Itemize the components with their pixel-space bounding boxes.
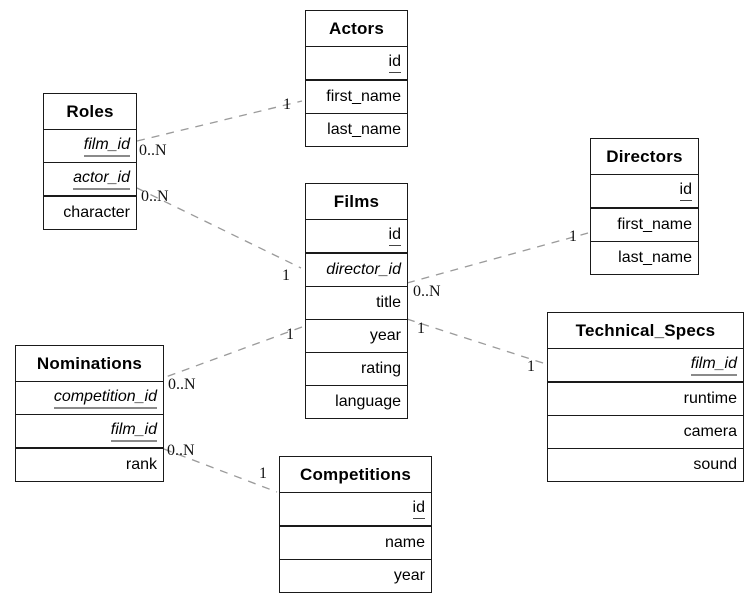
field-roles-character: character	[44, 197, 136, 229]
cardinality-label-films-techspecs-1a: 1	[417, 320, 425, 337]
field-nominations-rank: rank	[16, 449, 163, 481]
field-films-language: language	[306, 386, 407, 418]
cardinality-label-roles-actors-n: 0..N	[139, 142, 167, 159]
entity-table-directors[interactable]: Directors id first_name last_name	[590, 138, 699, 275]
field-label: title	[376, 294, 401, 311]
field-actors-id: id	[306, 47, 407, 81]
cardinality-label-films-techspecs-1b: 1	[527, 358, 535, 375]
entity-title: Roles	[44, 94, 136, 130]
field-technical-specs-runtime: runtime	[548, 383, 743, 416]
field-label: actor_id	[73, 169, 130, 190]
entity-table-films[interactable]: Films id director_id title year rating l…	[305, 183, 408, 419]
field-nominations-film-id: film_id	[16, 415, 163, 449]
cardinality-label-roles-films-n: 0..N	[141, 188, 169, 205]
field-label: rating	[360, 360, 401, 377]
field-directors-last-name: last_name	[591, 242, 698, 274]
field-label: last_name	[618, 249, 692, 266]
field-competitions-id: id	[280, 493, 431, 527]
cardinality-label-films-nominations-n: 0..N	[168, 376, 196, 393]
field-label: camera	[683, 423, 737, 440]
field-label: last_name	[327, 121, 401, 138]
field-nominations-competition-id: competition_id	[16, 382, 163, 415]
cardinality-label-roles-actors-1: 1	[283, 96, 291, 113]
field-label: id	[679, 181, 692, 201]
cardinality-label-films-directors-1: 1	[569, 228, 577, 245]
field-label: year	[369, 327, 401, 344]
field-label: film_id	[110, 421, 157, 442]
field-label: film_id	[690, 355, 737, 376]
entity-table-actors[interactable]: Actors id first_name last_name	[305, 10, 408, 147]
relationship-line-films-technical-specs	[406, 318, 547, 365]
field-label: runtime	[683, 390, 737, 407]
cardinality-label-nominations-competitions-n: 0..N	[167, 442, 195, 459]
field-label: id	[388, 53, 401, 73]
field-label: id	[412, 499, 425, 519]
field-label: id	[388, 226, 401, 246]
field-actors-first-name: first_name	[306, 81, 407, 114]
field-films-year: year	[306, 320, 407, 353]
cardinality-label-films-directors-n: 0..N	[413, 283, 441, 300]
entity-table-roles[interactable]: Roles film_id actor_id character	[43, 93, 137, 230]
entity-table-competitions[interactable]: Competitions id name year	[279, 456, 432, 593]
field-competitions-name: name	[280, 527, 431, 560]
entity-table-technical-specs[interactable]: Technical_Specs film_id runtime camera s…	[547, 312, 744, 482]
relationship-line-films-nominations	[162, 326, 303, 379]
entity-title: Competitions	[280, 457, 431, 493]
field-technical-specs-film-id: film_id	[548, 349, 743, 383]
cardinality-label-nominations-competitions-1: 1	[259, 465, 267, 482]
field-label: first_name	[617, 216, 692, 233]
entity-title: Films	[306, 184, 407, 220]
field-directors-first-name: first_name	[591, 209, 698, 242]
field-label: language	[335, 393, 401, 410]
field-actors-last-name: last_name	[306, 114, 407, 146]
field-films-director-id: director_id	[306, 254, 407, 287]
field-label: director_id	[326, 261, 401, 278]
field-films-rating: rating	[306, 353, 407, 386]
entity-table-nominations[interactable]: Nominations competition_id film_id rank	[15, 345, 164, 482]
relationship-line-roles-actors	[136, 100, 303, 142]
field-films-title: title	[306, 287, 407, 320]
relationship-line-films-directors	[406, 232, 589, 284]
field-label: character	[63, 204, 130, 221]
field-technical-specs-sound: sound	[548, 449, 743, 481]
field-label: rank	[125, 456, 157, 473]
entity-title: Directors	[591, 139, 698, 175]
cardinality-label-roles-films-1: 1	[282, 267, 290, 284]
field-directors-id: id	[591, 175, 698, 209]
field-label: name	[384, 534, 425, 551]
field-roles-film-id: film_id	[44, 130, 136, 163]
entity-title: Actors	[306, 11, 407, 47]
entity-title: Technical_Specs	[548, 313, 743, 349]
field-label: first_name	[326, 88, 401, 105]
field-technical-specs-camera: camera	[548, 416, 743, 449]
cardinality-label-films-nominations-1: 1	[286, 326, 294, 343]
field-label: competition_id	[53, 388, 157, 409]
field-competitions-year: year	[280, 560, 431, 592]
field-films-id: id	[306, 220, 407, 254]
field-roles-actor-id: actor_id	[44, 163, 136, 197]
field-label: film_id	[83, 136, 130, 157]
field-label: year	[393, 567, 425, 584]
field-label: sound	[693, 456, 737, 473]
entity-title: Nominations	[16, 346, 163, 382]
